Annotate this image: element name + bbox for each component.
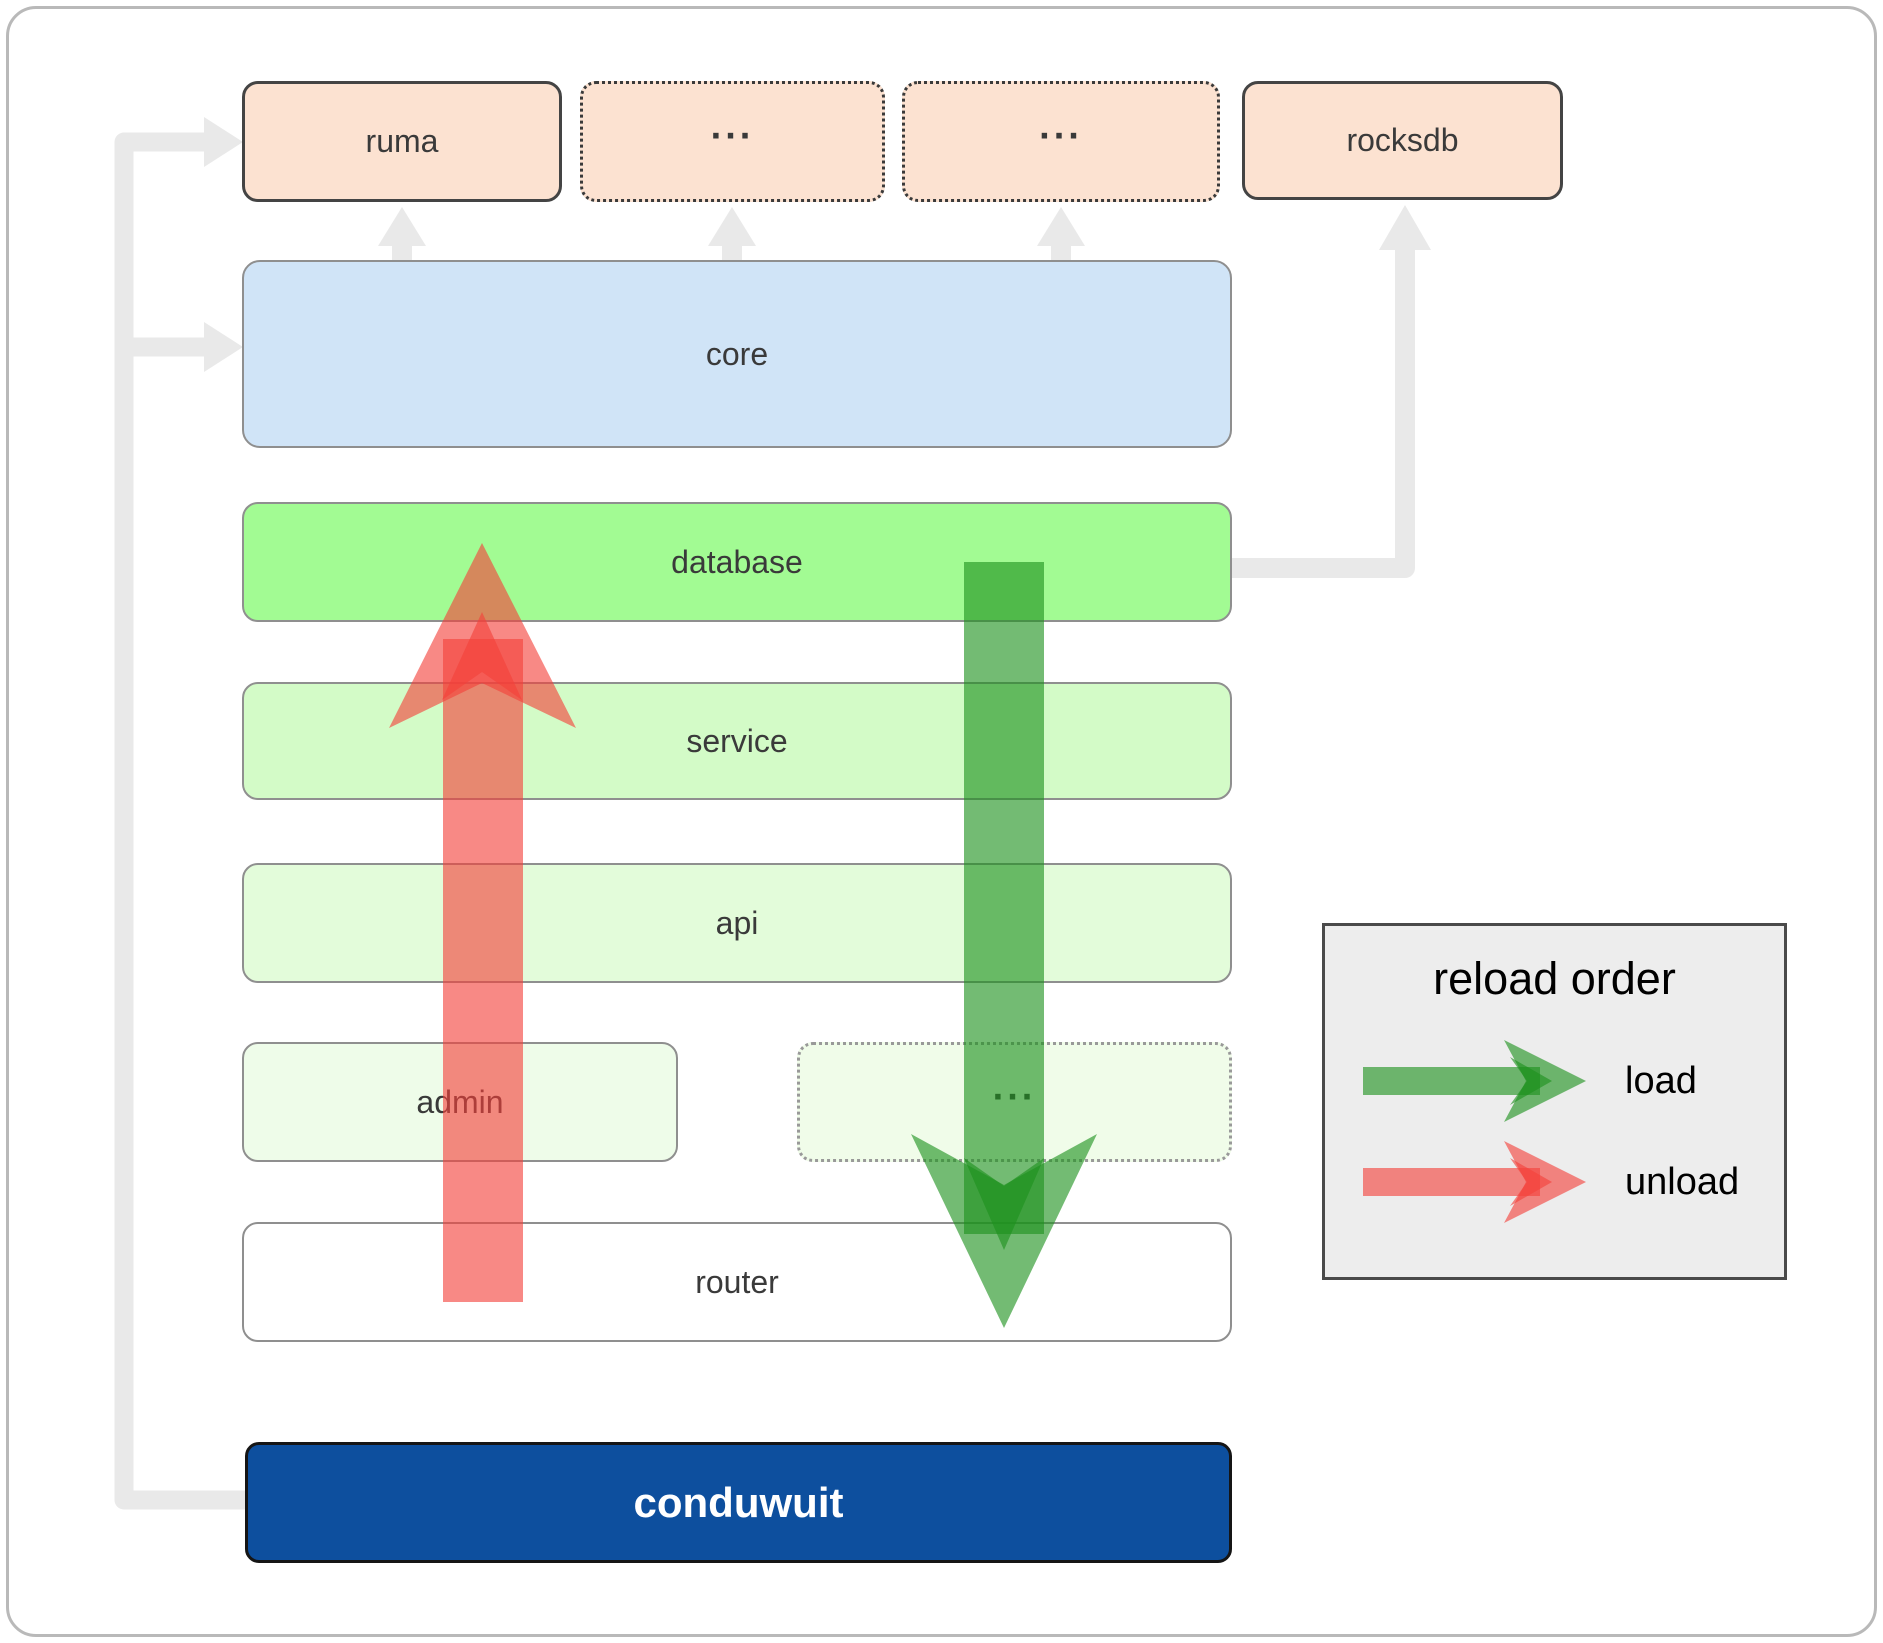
- diagram-outer-frame: [6, 6, 1877, 1637]
- node-admin-label: admin: [416, 1083, 504, 1120]
- node-api-label: api: [715, 904, 759, 941]
- node-more-2: ...: [902, 81, 1220, 202]
- node-admin: admin: [242, 1042, 678, 1162]
- node-router-label: router: [695, 1263, 779, 1300]
- node-admin-more-label: ...: [992, 1066, 1037, 1109]
- node-conduwuit: conduwuit: [245, 1442, 1232, 1563]
- node-database-label: database: [671, 543, 803, 580]
- node-ruma: ruma: [242, 81, 562, 202]
- node-rocksdb: rocksdb: [1242, 81, 1563, 200]
- legend-label-load: load: [1625, 1060, 1697, 1102]
- node-more-1-label: ...: [710, 105, 755, 148]
- node-core-label: core: [705, 335, 769, 372]
- node-admin-more: ...: [797, 1042, 1232, 1162]
- node-conduwuit-label: conduwuit: [633, 1478, 844, 1526]
- node-database: database: [242, 502, 1232, 622]
- node-more-1: ...: [580, 81, 885, 202]
- legend-title: reload order: [1433, 953, 1676, 1004]
- node-ruma-label: ruma: [365, 123, 439, 159]
- node-api: api: [242, 863, 1232, 983]
- node-more-2-label: ...: [1039, 105, 1083, 148]
- node-service-label: service: [686, 722, 788, 759]
- node-core: core: [242, 260, 1232, 448]
- node-rocksdb-label: rocksdb: [1346, 122, 1459, 158]
- node-router: router: [242, 1222, 1232, 1342]
- node-service: service: [242, 682, 1232, 800]
- legend-label-unload: unload: [1625, 1161, 1740, 1203]
